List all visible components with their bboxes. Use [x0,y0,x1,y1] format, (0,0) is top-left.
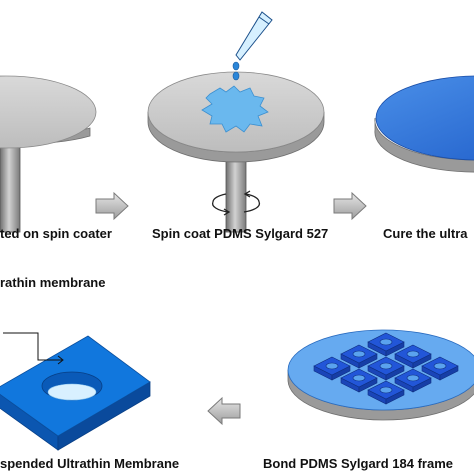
bonded-frame-assembly [287,329,474,421]
ultrathin-membrane [47,383,97,401]
frame-block [313,356,351,381]
cured-film-surface [375,75,474,161]
process-arrow-icon [207,396,241,426]
frame-block [394,368,432,393]
wafer-disk-top [0,75,97,149]
caption-step4: Bond PDMS Sylgard 184 frame [263,456,453,471]
frame-blocks [313,332,459,405]
membrane-chip [0,335,151,451]
pipette-icon [232,11,273,81]
pdms-puddle [201,85,269,133]
frame-block [340,344,378,369]
callout-label: rathin membrane [0,275,106,290]
caption-step2: Spin coat PDMS Sylgard 527 [152,226,329,241]
frame-block [367,356,405,381]
process-arrow-icon [95,191,129,221]
frame-block [421,356,459,381]
spin-coater-shaft [0,139,21,233]
caption-step5: spended Ultrathin Membrane [0,456,180,471]
callout-leader [3,332,64,365]
frame-block [340,368,378,393]
spin-coater-1 [0,75,97,233]
frame-block [394,344,432,369]
wafer-disk-side [374,117,474,173]
frame-block [367,380,405,405]
frame-block [367,332,405,357]
caption-step3: Cure the ultra [383,226,468,241]
caption-step1: ted on spin coater [0,226,112,241]
spin-coater-2 [147,71,325,233]
process-arrow-icon [333,191,367,221]
rotation-icon [211,190,261,216]
cured-wafer [374,75,474,173]
